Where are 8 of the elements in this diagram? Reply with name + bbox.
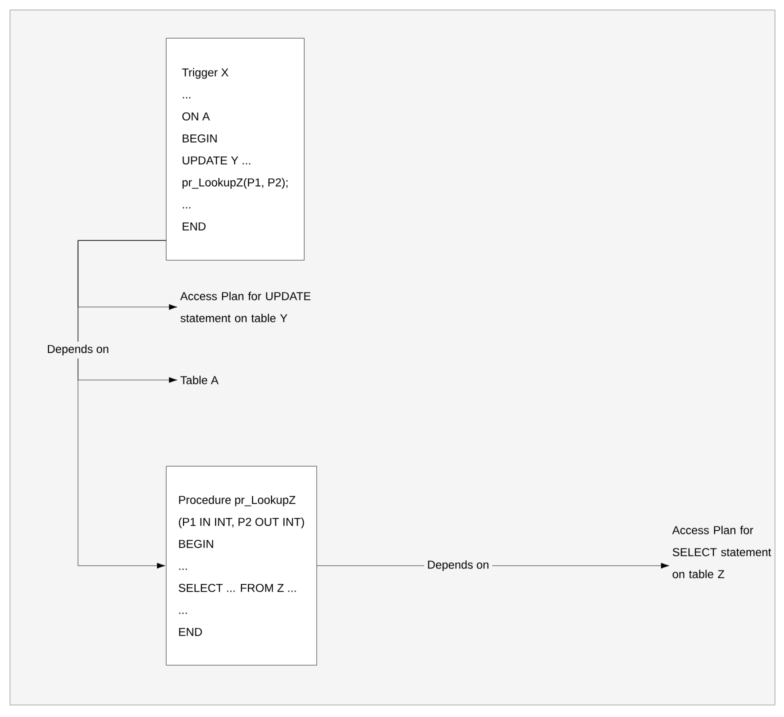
code-box: Trigger X ... ON A BEGIN UPDATE Y ... pr_LookupZ(P1, P2); ... END [166, 38, 304, 260]
text-label: Access Plan for UPDATE statement on table Y [180, 292, 310, 322]
code-box: Procedure pr_LookupZ (P1 IN INT, P2 OUT INT) BEGIN ... SELECT ... FROM Z ... ... END [166, 466, 317, 666]
text-label: Access Plan for SELECT statement on table Z [672, 526, 772, 578]
text-label: Table A [180, 376, 219, 384]
edge-label: Depends on [424, 557, 492, 574]
arrow [78, 240, 166, 569]
edge-label: Depends on [44, 342, 112, 358]
